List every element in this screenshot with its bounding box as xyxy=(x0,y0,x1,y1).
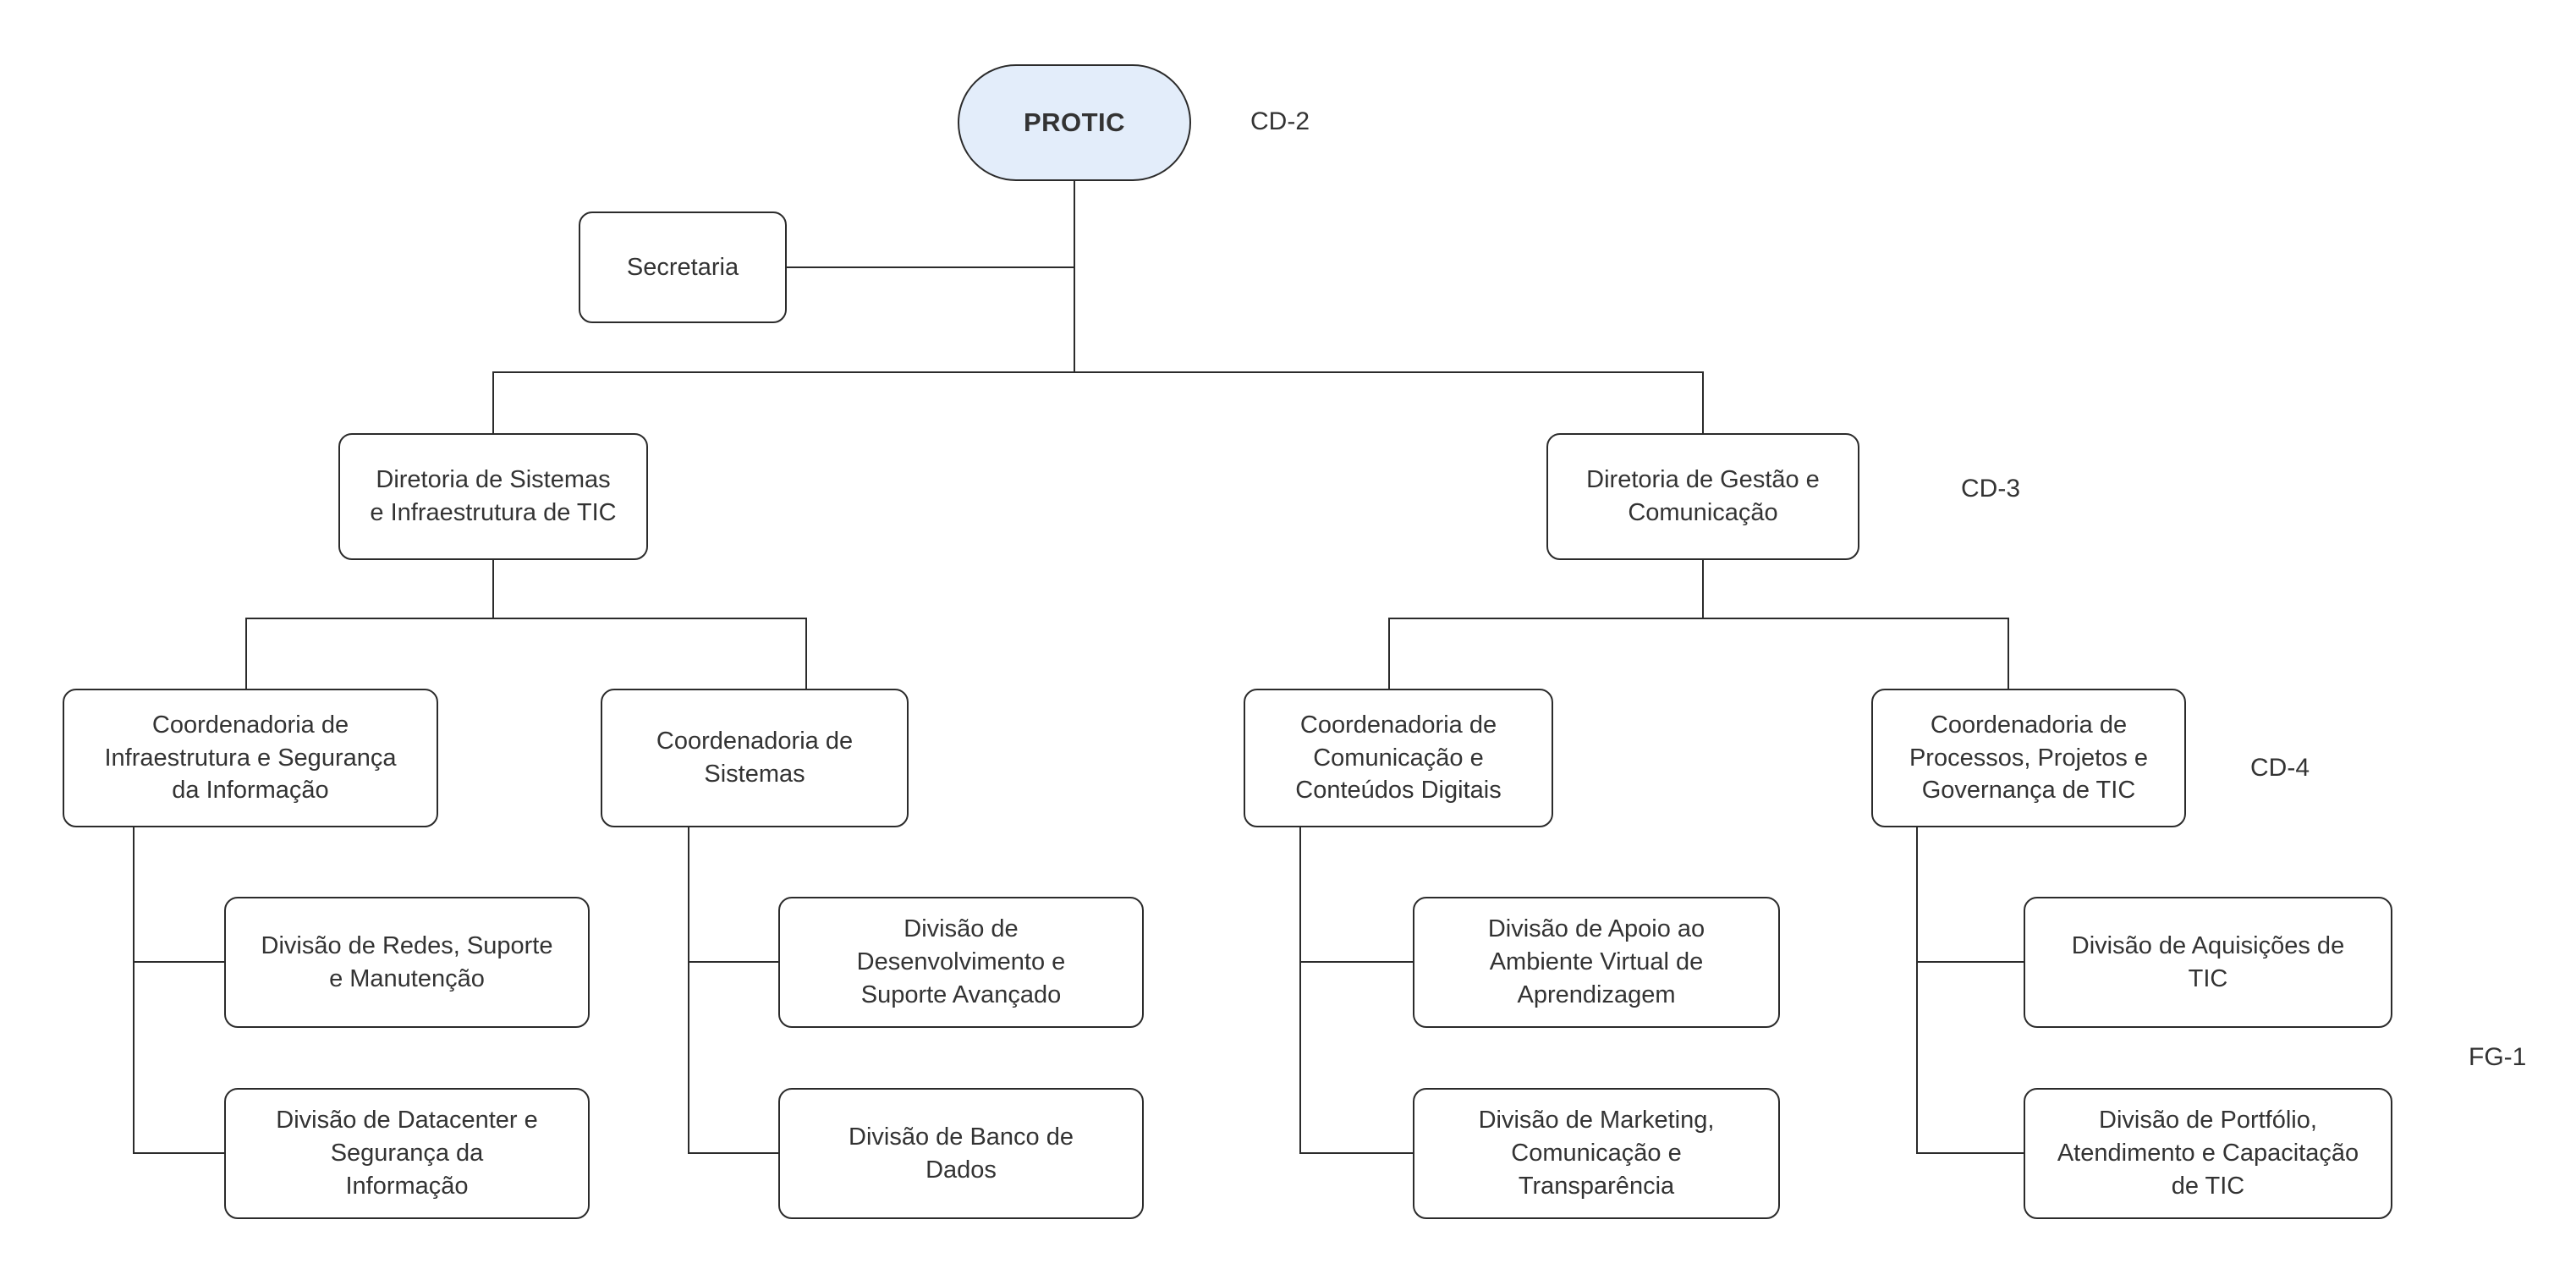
connector-group xyxy=(133,181,2024,1154)
connector-line xyxy=(133,827,224,1154)
org-node-coordenadoria-sistemas: Coordenadoria de Sistemas xyxy=(601,689,909,827)
grade-label-cd3: CD-3 xyxy=(1961,475,2021,503)
org-node-divisao-aquisicoes: Divisão de Aquisições de TIC xyxy=(2024,897,2392,1028)
connector-line xyxy=(245,618,807,689)
connector-line xyxy=(688,827,778,1154)
connector-line xyxy=(1388,618,2009,689)
org-node-coordenadoria-comunicacao: Coordenadoria de Comunicação e Conteúdos… xyxy=(1244,689,1553,827)
org-node-diretoria-gestao: Diretoria de Gestão e Comunicação xyxy=(1546,433,1859,560)
org-node-diretoria-sistemas: Diretoria de Sistemas e Infraestrutura d… xyxy=(338,433,648,560)
grade-label-cd4: CD-4 xyxy=(2250,754,2310,782)
org-node-divisao-banco-dados: Divisão de Banco de Dados xyxy=(778,1088,1144,1219)
org-node-protic: PROTIC xyxy=(958,64,1191,181)
grade-label-cd2: CD-2 xyxy=(1250,107,1310,135)
org-node-secretaria: Secretaria xyxy=(579,212,787,323)
org-node-divisao-marketing: Divisão de Marketing, Comunicação e Tran… xyxy=(1413,1088,1780,1219)
org-node-coordenadoria-processos: Coordenadoria de Processos, Projetos e G… xyxy=(1871,689,2186,827)
org-node-coordenadoria-infraestrutura: Coordenadoria de Infraestrutura e Segura… xyxy=(63,689,438,827)
connector-line xyxy=(492,371,1704,433)
connector-line xyxy=(1299,827,1413,1154)
org-node-divisao-desenvolvimento: Divisão de Desenvolvimento e Suporte Ava… xyxy=(778,897,1144,1028)
grade-label-fg1: FG-1 xyxy=(2469,1043,2527,1071)
org-node-divisao-redes: Divisão de Redes, Suporte e Manutenção xyxy=(224,897,590,1028)
org-node-divisao-datacenter: Divisão de Datacenter e Segurança da Inf… xyxy=(224,1088,590,1219)
org-node-divisao-portfolio: Divisão de Portfólio, Atendimento e Capa… xyxy=(2024,1088,2392,1219)
connector-line xyxy=(1916,827,2024,1154)
org-node-divisao-apoio-ava: Divisão de Apoio ao Ambiente Virtual de … xyxy=(1413,897,1780,1028)
